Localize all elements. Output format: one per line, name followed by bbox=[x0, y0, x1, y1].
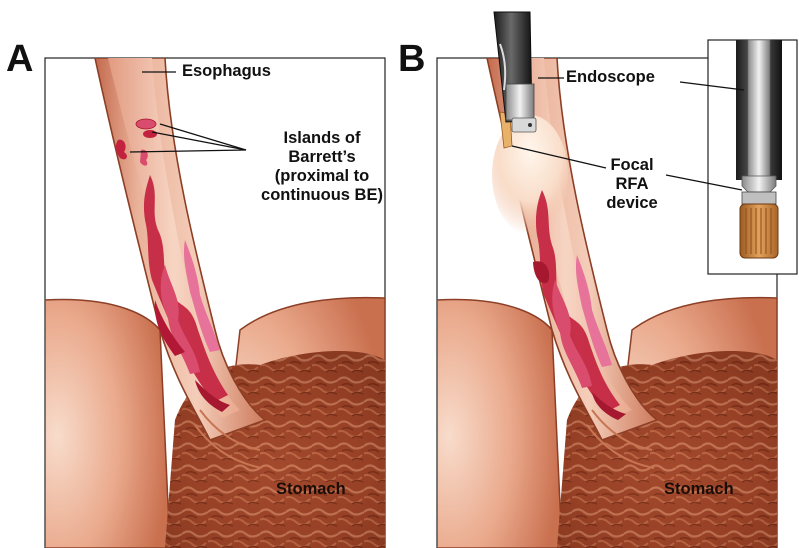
islands-label-line: Islands of bbox=[248, 129, 396, 148]
islands-label-line: continuous BE) bbox=[248, 186, 396, 205]
device-label-line: device bbox=[598, 194, 666, 213]
barretts-island bbox=[143, 130, 157, 138]
islands-label-line: (proximal to bbox=[248, 167, 396, 186]
device-label: Focal RFA device bbox=[598, 156, 666, 213]
device-label-line: RFA bbox=[598, 175, 666, 194]
stomach-label-a: Stomach bbox=[276, 480, 346, 499]
endoscope-label: Endoscope bbox=[566, 68, 655, 87]
islands-label: Islands of Barrett’s (proximal to contin… bbox=[248, 129, 396, 205]
stomach-wall-left bbox=[437, 300, 562, 548]
barretts-island bbox=[136, 119, 156, 129]
stomach-label-b: Stomach bbox=[664, 480, 734, 499]
stomach-wall-left bbox=[45, 300, 170, 548]
panel-b-letter: B bbox=[398, 40, 425, 78]
device-label-line: Focal bbox=[598, 156, 666, 175]
esophagus-label: Esophagus bbox=[182, 62, 271, 81]
islands-label-line: Barrett’s bbox=[248, 148, 396, 167]
panel-a-letter: A bbox=[6, 40, 33, 78]
inset-metal-sheath bbox=[748, 40, 770, 190]
